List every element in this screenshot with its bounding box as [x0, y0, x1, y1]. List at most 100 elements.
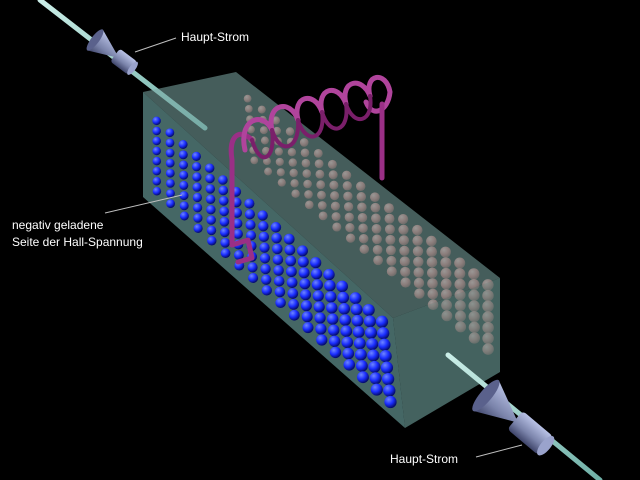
- electron: [287, 288, 299, 299]
- electron: [218, 185, 229, 196]
- electron: [297, 245, 308, 257]
- electron: [313, 301, 325, 313]
- electron: [286, 266, 297, 278]
- electron: [261, 274, 272, 285]
- electron: [192, 162, 202, 172]
- electron: [152, 176, 162, 186]
- electron: [205, 173, 215, 184]
- electron: [283, 233, 295, 245]
- electron: [248, 272, 259, 284]
- electron: [192, 192, 202, 203]
- electron: [192, 172, 202, 182]
- electron: [166, 199, 175, 208]
- electron: [232, 218, 243, 229]
- electron: [270, 222, 282, 233]
- electron: [206, 215, 216, 225]
- electron: [165, 148, 175, 158]
- electron: [384, 395, 397, 409]
- electron: [244, 198, 255, 209]
- electron: [233, 229, 243, 239]
- electron: [288, 299, 299, 310]
- electron: [316, 334, 328, 346]
- electron: [383, 384, 396, 397]
- electron: [205, 184, 215, 194]
- electron: [219, 206, 229, 217]
- electron: [205, 194, 216, 204]
- electron: [152, 126, 161, 136]
- leader-top: [134, 37, 177, 53]
- negative-charges: [152, 116, 397, 409]
- electron: [220, 248, 231, 259]
- electron: [259, 253, 271, 264]
- electron: [327, 313, 339, 325]
- current-arrow-bottom: [472, 379, 555, 456]
- electron: [357, 371, 369, 384]
- electron: [378, 338, 391, 351]
- electron: [152, 116, 161, 126]
- electron: [367, 349, 380, 362]
- electron: [274, 286, 286, 298]
- electron: [273, 275, 285, 287]
- electron: [326, 302, 338, 314]
- electron: [259, 242, 270, 253]
- electron: [179, 201, 189, 211]
- electron: [193, 223, 203, 233]
- leader-negative-side: [104, 194, 183, 214]
- electron: [325, 291, 337, 303]
- electron: [351, 314, 364, 327]
- electron: [337, 291, 350, 304]
- conductor-top-face: [143, 72, 500, 318]
- electron: [219, 216, 230, 227]
- electron: [311, 268, 323, 280]
- electron: [207, 236, 217, 246]
- electron: [302, 322, 314, 334]
- electron: [329, 346, 342, 359]
- electron: [247, 262, 258, 273]
- electron: [273, 265, 284, 276]
- electron: [298, 267, 310, 279]
- electron: [258, 231, 270, 243]
- electron: [192, 182, 202, 192]
- electron: [152, 136, 161, 146]
- electron: [380, 361, 394, 374]
- electron: [206, 225, 217, 236]
- label-negative-side-line2: Seite der Hall-Spannung: [12, 235, 143, 249]
- current-arrow-top: [86, 29, 138, 75]
- electron: [328, 324, 340, 336]
- electron: [301, 311, 313, 323]
- label-main-current-bottom: Haupt-Strom: [390, 452, 458, 466]
- electron: [377, 327, 390, 340]
- electron: [312, 290, 324, 302]
- electron: [232, 207, 243, 218]
- electron: [363, 315, 376, 328]
- electron: [179, 160, 188, 170]
- electron: [362, 303, 375, 317]
- electron: [193, 213, 203, 223]
- electron: [152, 186, 162, 196]
- electron: [152, 166, 162, 176]
- electron: [340, 325, 353, 338]
- electron: [219, 227, 230, 238]
- electron: [366, 338, 379, 351]
- electron: [285, 255, 297, 267]
- electron: [354, 348, 367, 361]
- electron: [257, 210, 268, 221]
- electron: [299, 278, 311, 290]
- electron: [261, 285, 272, 296]
- label-negative-side-line1: negativ geladene: [12, 218, 104, 232]
- electron: [297, 256, 309, 268]
- electron: [370, 383, 383, 396]
- electron: [288, 309, 300, 321]
- electron: [205, 163, 215, 173]
- electron: [341, 336, 354, 349]
- electron: [275, 297, 286, 309]
- electron: [314, 312, 326, 324]
- electron: [364, 326, 378, 339]
- electron: [324, 280, 336, 292]
- electron: [258, 221, 269, 232]
- electron: [284, 244, 296, 256]
- electron: [338, 302, 351, 315]
- electron: [369, 372, 382, 385]
- electron: [343, 358, 356, 371]
- electron: [368, 360, 381, 373]
